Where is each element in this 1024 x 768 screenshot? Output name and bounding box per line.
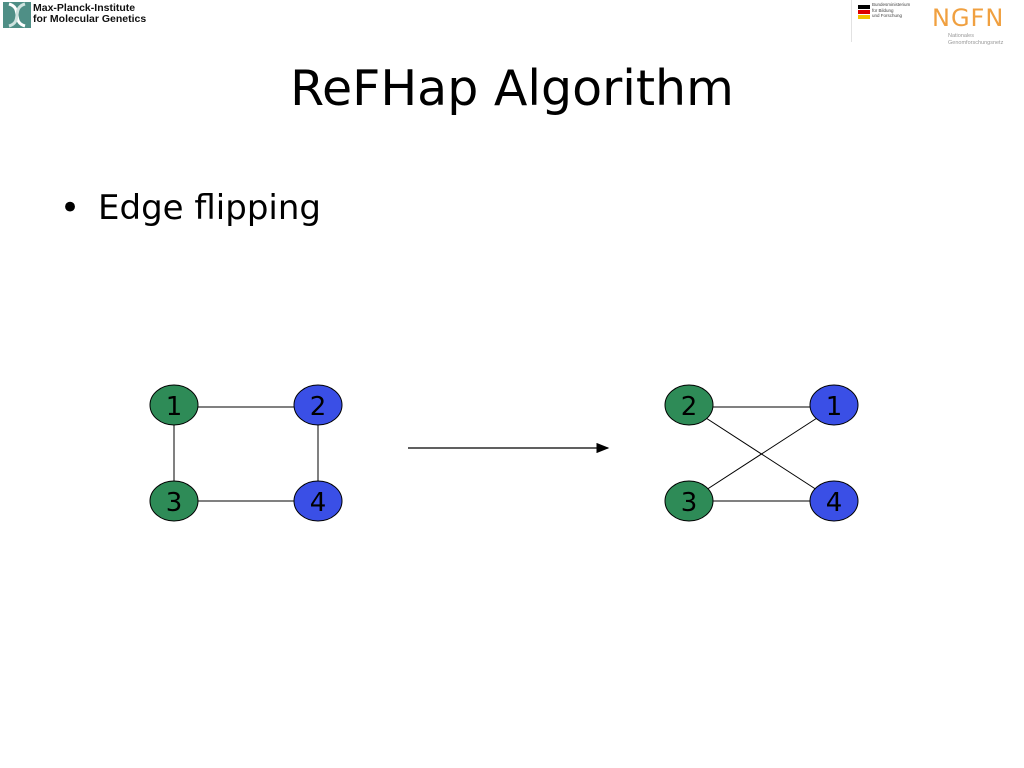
node-circle — [149, 384, 199, 426]
node-circle — [664, 480, 714, 522]
right-node-label: 4 — [826, 488, 843, 518]
right-node-label: 3 — [681, 488, 698, 518]
left-node-bl: 3 — [149, 480, 199, 522]
ngfn-wordmark-text: NGFN — [932, 4, 1004, 32]
bmbf-logo: Bundesministerium für Bildung und Forsch… — [851, 0, 924, 42]
right-graph-edges — [688, 406, 835, 502]
node-circle — [293, 480, 343, 522]
ministry-line-2: für Bildung — [872, 7, 894, 13]
left-node-tl: 1 — [149, 384, 199, 426]
right-node-tr: 1 — [809, 384, 859, 426]
left-node-label: 1 — [166, 392, 183, 422]
left-node-label: 2 — [310, 392, 327, 422]
bullet-list: • Edge flipping — [60, 188, 321, 228]
slide-title: ReFHap Algorithm — [290, 60, 734, 117]
right-node-br: 4 — [809, 480, 859, 522]
left-node-label: 3 — [166, 488, 183, 518]
institute-line-1: Max-Planck-Institute — [33, 2, 136, 14]
ngfn-line-2: Genomforschungsnetz — [948, 40, 1004, 46]
ngfn-line-1: Nationales — [948, 33, 974, 39]
right-node-tl: 2 — [664, 384, 714, 426]
right-node-label: 2 — [681, 392, 698, 422]
ngfn-logo: NGFN Nationales Genomforschungsnetz — [928, 0, 1022, 52]
ministry-line-1: Bundesministerium — [872, 2, 911, 7]
left-graph-edges — [173, 406, 319, 502]
ngfn-wordmark: NGFN — [932, 4, 1004, 32]
node-circle — [293, 384, 343, 426]
right-node-label: 1 — [826, 392, 843, 422]
bullet-dot-icon: • — [60, 188, 81, 228]
ministry-line-3: und Forschung — [872, 13, 903, 18]
node-circle — [664, 384, 714, 426]
left-node-label: 4 — [310, 488, 327, 518]
institute-name: Max-Planck-Institute for Molecular Genet… — [33, 3, 146, 25]
left-node-br: 4 — [293, 480, 343, 522]
node-circle — [809, 384, 859, 426]
left-node-tr: 2 — [293, 384, 343, 426]
node-circle — [809, 480, 859, 522]
edge-right-3-1 — [688, 406, 835, 502]
mpi-logo — [3, 2, 31, 28]
bullet-text: Edge flipping — [98, 188, 321, 228]
node-circle — [149, 480, 199, 522]
right-node-bl: 3 — [664, 480, 714, 522]
bullet-item: • Edge flipping — [60, 188, 321, 228]
institute-line-2: for Molecular Genetics — [33, 13, 147, 25]
